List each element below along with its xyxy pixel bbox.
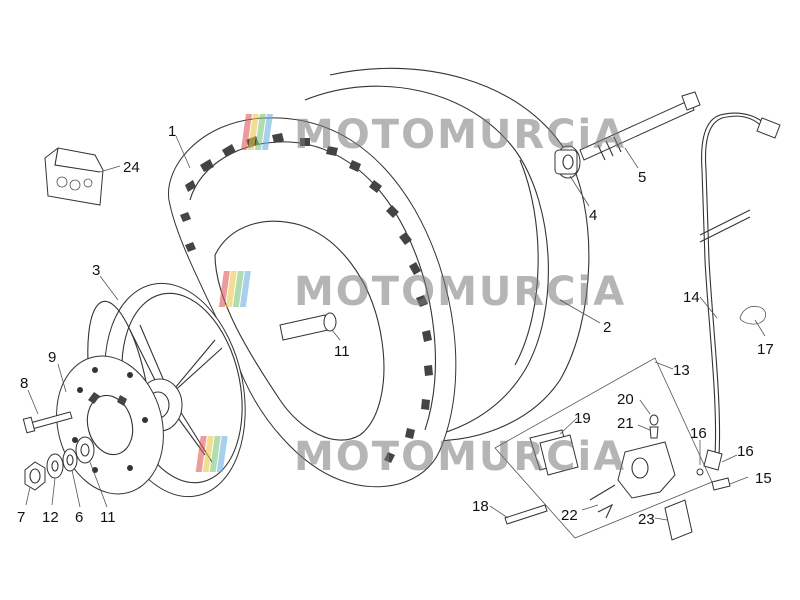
watermark: MOTOMURCiA MOTOMURCiA MOTOMURCiA (195, 112, 626, 480)
watermark-stripe (216, 436, 228, 472)
callout-2: 2 (603, 319, 611, 336)
callout-14: 14 (683, 289, 700, 306)
watermark-stripe (195, 436, 207, 472)
watermark-stripe (232, 271, 244, 307)
callout-23: 23 (638, 511, 655, 528)
watermark-text: MOTOMURCiA (294, 434, 626, 480)
axle-and-speedo-drive (554, 91, 701, 179)
callout-19: 19 (574, 410, 591, 427)
watermark-stripe (202, 436, 214, 472)
callout-5: 5 (638, 169, 646, 186)
watermark-stripe (261, 114, 273, 150)
watermark-stripe (239, 271, 251, 307)
axle-hardware (22, 411, 95, 491)
callout-1: 1 (168, 123, 176, 140)
callout-24: 24 (123, 159, 140, 176)
watermark-text: MOTOMURCiA (294, 269, 626, 315)
callout-4: 4 (589, 207, 597, 224)
watermark-text: MOTOMURCiA (294, 112, 626, 158)
watermark-stripe (218, 271, 230, 307)
callout-16-right: 16 (737, 443, 754, 460)
callout-12: 12 (42, 509, 59, 526)
callout-13: 13 (673, 362, 690, 379)
leader-lines (25, 135, 766, 521)
watermark-stripe (247, 114, 259, 150)
callout-8: 8 (20, 375, 28, 392)
watermark-logo: MOTOMURCiA (195, 434, 626, 480)
watermark-stripe (254, 114, 266, 150)
callout-17: 17 (757, 341, 774, 358)
callout-21: 21 (617, 415, 634, 432)
callout-15: 15 (755, 470, 772, 487)
watermark-stripe (209, 436, 221, 472)
watermark-logo: MOTOMURCiA (240, 112, 626, 158)
callout-18: 18 (472, 498, 489, 515)
callout-11-bearing: 11 (100, 509, 116, 526)
parts-bag (44, 147, 104, 206)
callout-3: 3 (92, 262, 100, 279)
callout-16-left: 16 (690, 425, 707, 442)
watermark-logo: MOTOMURCiA (218, 269, 626, 315)
callout-6: 6 (75, 509, 83, 526)
watermark-stripe (240, 114, 252, 150)
brake-hose (699, 112, 781, 471)
callout-7: 7 (17, 509, 25, 526)
callouts: 1 2 3 4 5 6 7 8 9 11 11 12 13 14 15 16 1… (17, 123, 774, 528)
caliper-group (494, 357, 731, 541)
callout-11-hub: 11 (334, 343, 350, 360)
callout-22: 22 (561, 507, 578, 524)
watermark-stripe (225, 271, 237, 307)
callout-9: 9 (48, 349, 56, 366)
callout-20: 20 (617, 391, 634, 408)
